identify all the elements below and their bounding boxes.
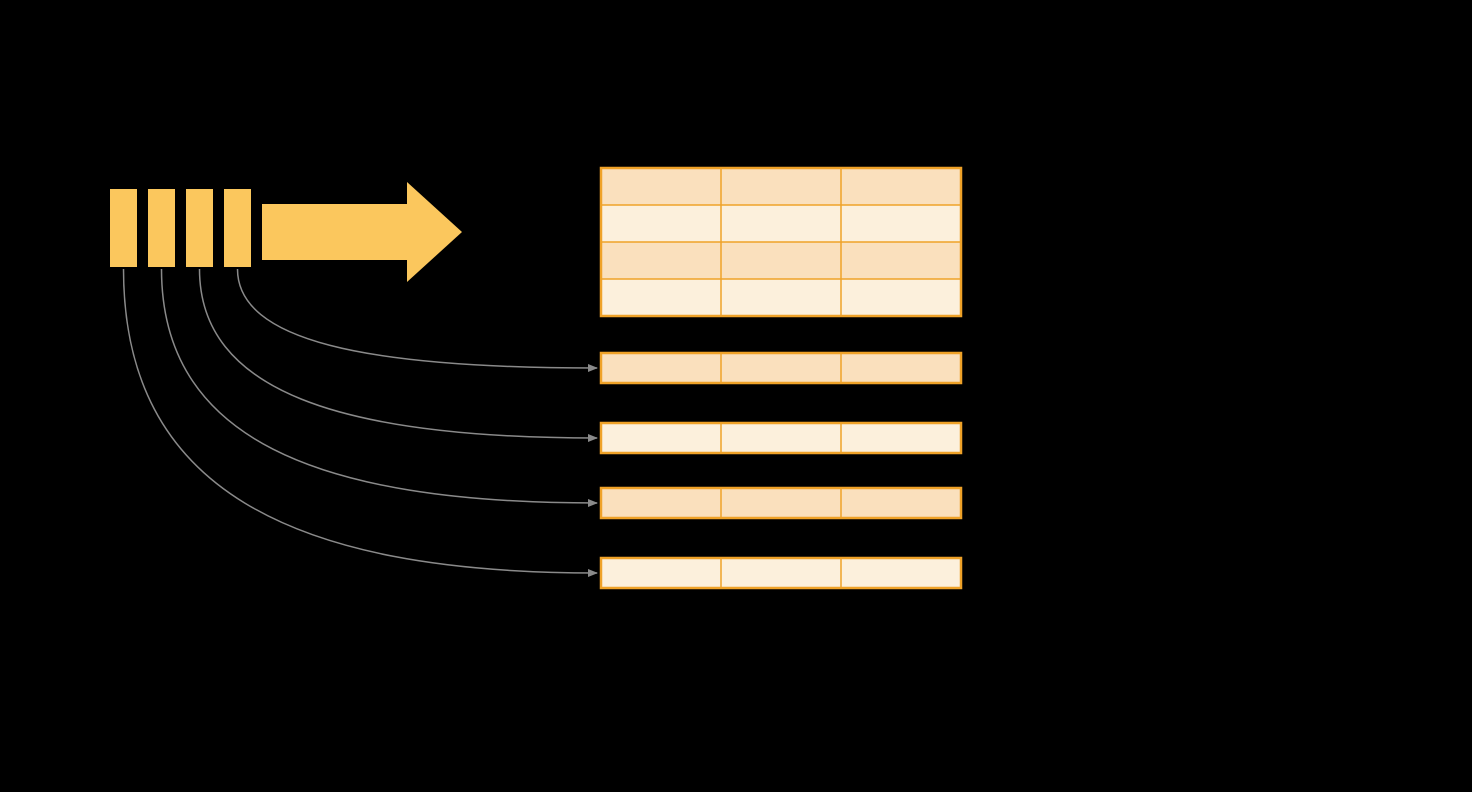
source-bar-3 [186, 189, 213, 267]
row-table-4-border [599, 556, 963, 590]
main-table-row-1 [601, 168, 961, 205]
source-bar-2 [148, 189, 175, 267]
row-table-1-border [599, 351, 963, 385]
connector-bar3-to-table2 [198, 268, 598, 442]
source-bar-1 [110, 189, 137, 267]
source-bar-4 [224, 189, 251, 267]
main-table-row-4 [601, 279, 961, 316]
connector-bar4-to-table1 [236, 268, 598, 372]
row-table-1-row-1 [601, 353, 961, 383]
row-table-4-row-1 [601, 558, 961, 588]
main-table-row-3 [601, 242, 961, 279]
row-table-2-row-1 [601, 423, 961, 453]
flow-arrow-icon [262, 182, 462, 282]
row-table-1 [599, 351, 963, 385]
main-table [599, 166, 963, 318]
connector-bar2-to-table3 [160, 268, 598, 507]
row-table-2-border [599, 421, 963, 455]
row-table-3-border [599, 486, 963, 520]
row-table-2 [599, 421, 963, 455]
main-table-row-2 [601, 205, 961, 242]
main-table-border [599, 166, 963, 318]
row-table-3 [599, 486, 963, 520]
row-table-4 [599, 556, 963, 590]
row-table-3-row-1 [601, 488, 961, 518]
connector-bar1-to-table4 [122, 268, 598, 577]
